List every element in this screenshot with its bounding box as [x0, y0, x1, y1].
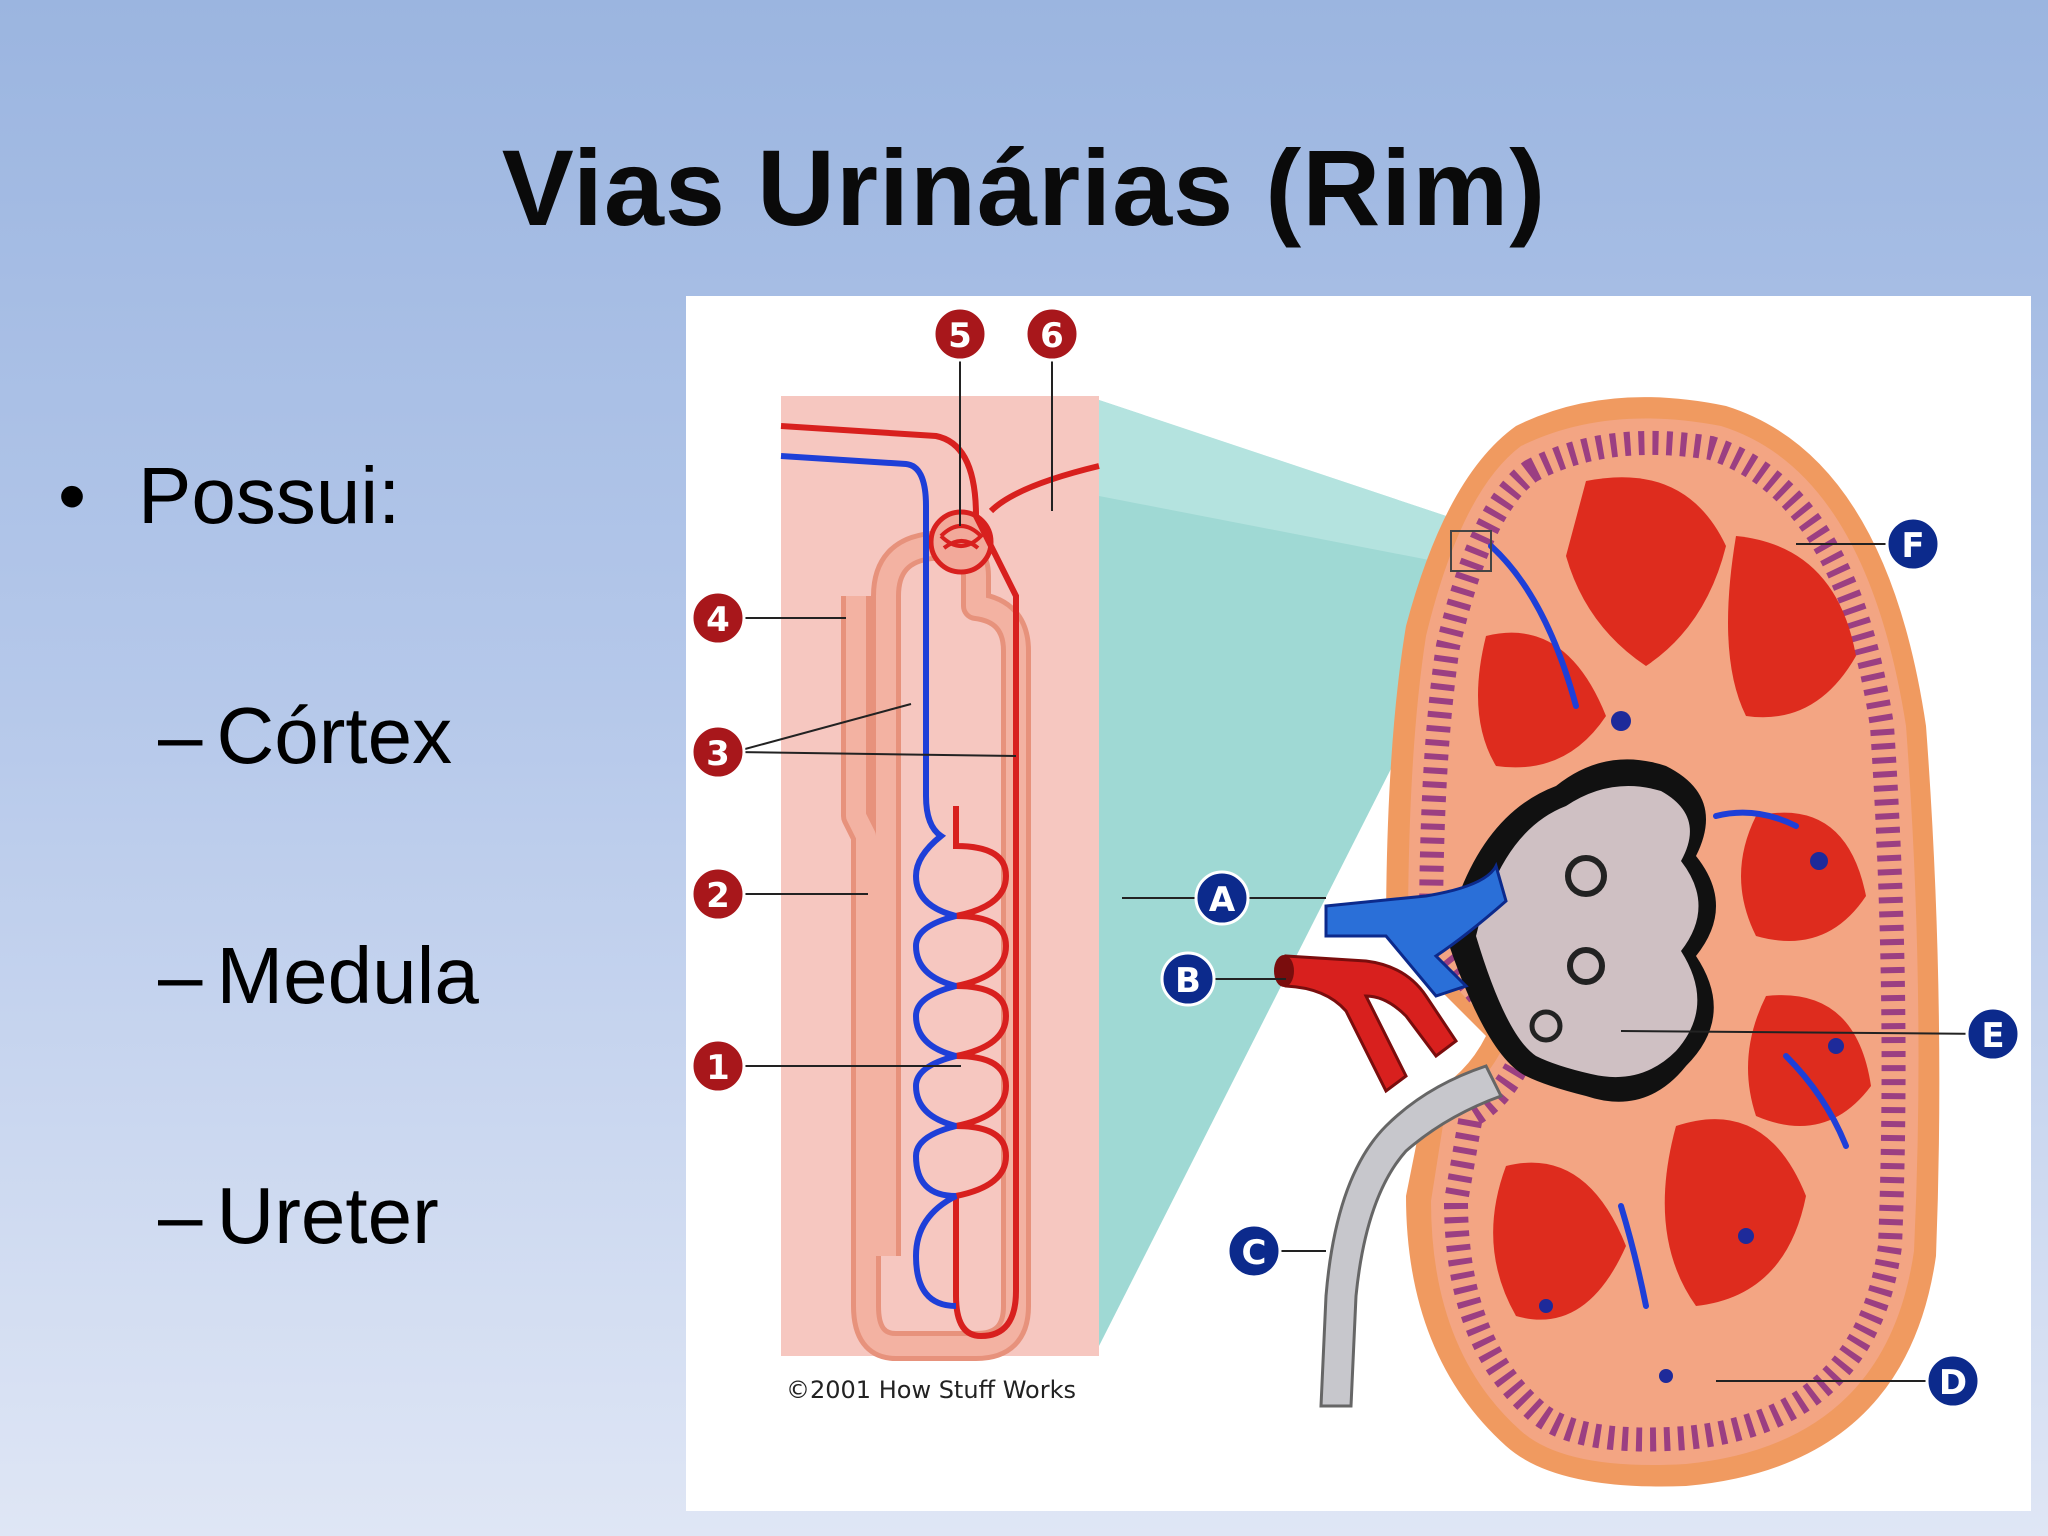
nephron-marker-3: 3	[690, 703, 1017, 780]
sub-item-cortex: –Córtex	[158, 690, 452, 782]
svg-text:E: E	[1981, 1016, 2004, 1056]
sub-dash: –	[158, 931, 203, 1020]
bullet-dot: •	[58, 451, 87, 540]
kidney-marker-f: F	[1796, 516, 1941, 572]
svg-text:2: 2	[706, 876, 730, 916]
illustration-svg: 1 2 3 4 5 6 ©2001 How Stuff Works	[690, 306, 2021, 1487]
zoom-box	[1450, 530, 1492, 572]
sub-dash: –	[158, 1171, 203, 1260]
kidney-nephron-illustration: 1 2 3 4 5 6 ©2001 How Stuff Works	[686, 296, 2031, 1511]
sub-item-ureter: –Ureter	[158, 1170, 439, 1262]
copyright-text: ©2001 How Stuff Works	[786, 1376, 1076, 1404]
svg-text:A: A	[1209, 880, 1236, 920]
svg-text:6: 6	[1040, 316, 1064, 356]
kidney-cross-section	[1274, 397, 1940, 1487]
bullet-possui: • Possui:	[58, 450, 400, 542]
svg-text:D: D	[1939, 1363, 1967, 1403]
nephron-marker-1: 1	[690, 1038, 961, 1094]
kidney-marker-b: B	[1160, 951, 1286, 1007]
svg-text:C: C	[1242, 1233, 1267, 1273]
interlobar-vessels	[1488, 543, 1849, 1309]
arcuate-vessel-dots	[1539, 711, 1844, 1383]
nephron-vein	[780, 453, 958, 1309]
medullary-pyramids	[1478, 477, 1871, 1320]
sub-dash: –	[158, 691, 203, 780]
svg-text:B: B	[1175, 961, 1201, 1001]
nephron-marker-2: 2	[690, 866, 868, 922]
bullet-text: Possui:	[138, 451, 401, 540]
nephron-marker-4: 4	[690, 590, 846, 646]
ureter	[1319, 1064, 1504, 1408]
nephron-artery	[780, 423, 1019, 1340]
svg-text:5: 5	[948, 316, 972, 356]
nephron-marker-5: 5	[932, 306, 988, 526]
svg-text:4: 4	[706, 600, 730, 640]
kidney-marker-a: A	[1122, 870, 1326, 926]
kidney-marker-c: C	[1226, 1223, 1326, 1279]
kidney-marker-e: E	[1620, 1006, 2021, 1062]
slide-title: Vias Urinárias (Rim)	[501, 127, 1547, 248]
sub-item-medula: –Medula	[158, 930, 479, 1022]
renal-vein	[1324, 861, 1508, 998]
svg-text:3: 3	[706, 734, 730, 774]
sub-item-label: Medula	[216, 931, 479, 1020]
zoom-cone	[1099, 400, 1506, 1346]
svg-text:1: 1	[706, 1048, 730, 1088]
renal-artery	[1284, 954, 1459, 1094]
zoom-cone-light	[1099, 400, 1506, 571]
sub-item-label: Córtex	[216, 691, 453, 780]
svg-text:F: F	[1901, 526, 1924, 566]
nephron-marker-6: 6	[1024, 306, 1080, 511]
kidney-marker-d: D	[1716, 1353, 1981, 1409]
sub-item-label: Ureter	[216, 1171, 439, 1260]
